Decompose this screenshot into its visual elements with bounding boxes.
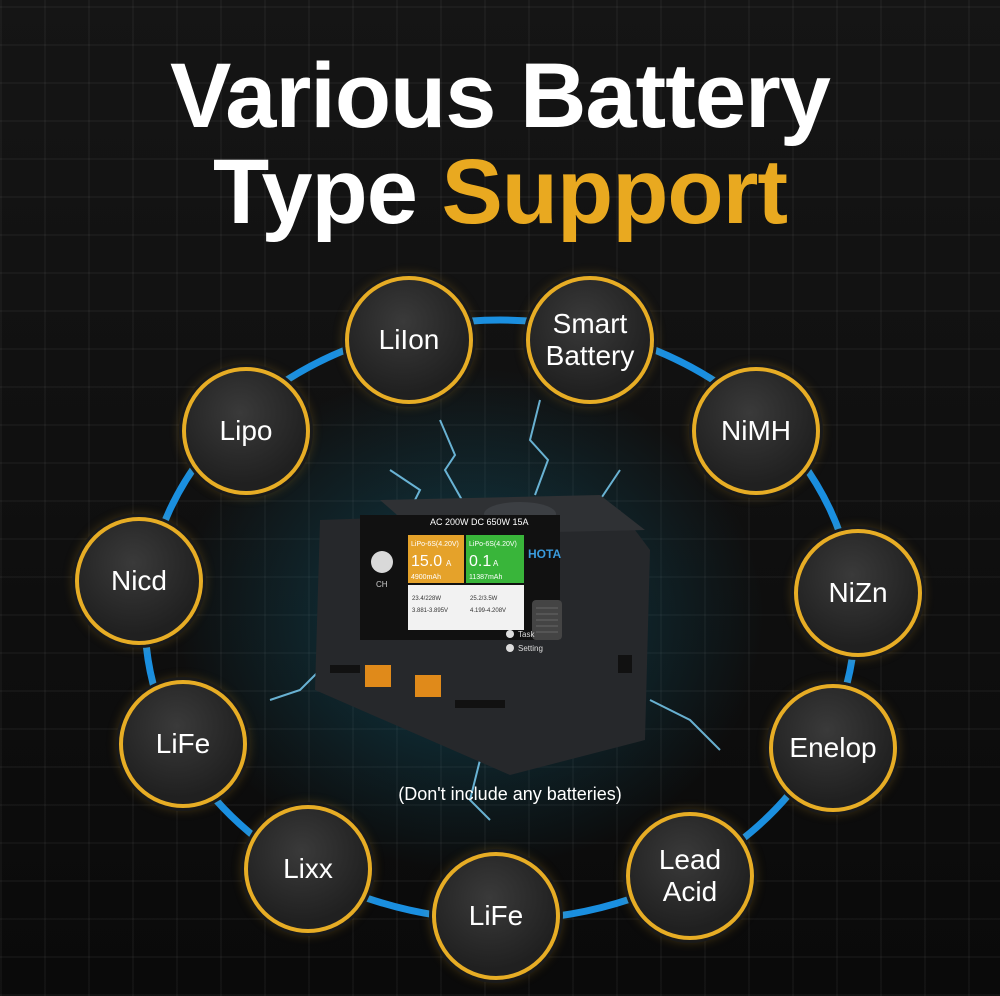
ch1-power: 23.4/228W	[412, 596, 441, 602]
side-usb-port	[618, 655, 632, 673]
setting-button[interactable]	[506, 644, 514, 652]
headline-line2: Type Support	[0, 144, 1000, 240]
battery-type-bubble: Lead Acid	[626, 812, 754, 940]
ch1-cells: 3.881-3.895V	[412, 608, 448, 614]
ch2-unit: A	[493, 559, 499, 568]
battery-type-bubble: Lixx	[244, 805, 372, 933]
battery-type-bubble: Nicd	[75, 517, 203, 645]
ch1-capacity: 4900mAh	[411, 574, 441, 581]
ch1-panel	[408, 535, 464, 583]
ch1-current: 15.0	[411, 553, 442, 570]
stats-panel	[408, 585, 524, 630]
battery-type-bubble: LiIon	[345, 276, 473, 404]
setting-label: Setting	[518, 644, 543, 653]
ch2-xt60-port	[415, 675, 441, 697]
battery-type-bubble: Lipo	[182, 367, 310, 495]
ch2-cells: 4.199-4.208V	[470, 608, 506, 614]
ch-button[interactable]	[371, 551, 393, 573]
ch2-current: 0.1	[469, 553, 491, 570]
battery-type-bubble: LiFe	[119, 680, 247, 808]
headline-prefix: Type	[212, 141, 418, 243]
ch-label: CH	[376, 580, 388, 589]
battery-type-bubble: Smart Battery	[526, 276, 654, 404]
dial-grip	[536, 607, 558, 633]
ch1-xt60-port	[365, 665, 391, 687]
headline-accent: Support	[441, 141, 788, 243]
ch2-panel	[466, 535, 524, 583]
battery-type-bubble: LiFe	[432, 852, 560, 980]
battery-type-bubble: NiMH	[692, 367, 820, 495]
brand-logo: HOTA	[528, 547, 561, 561]
headline: Various Battery Type Support	[0, 48, 1000, 240]
ch2-capacity: 11387mAh	[469, 574, 502, 581]
ch2-power: 25.2/3.5W	[470, 596, 498, 602]
disclaimer-note: (Don't include any batteries)	[398, 784, 622, 804]
task-button[interactable]	[506, 630, 514, 638]
ch2-balance-port	[455, 700, 505, 708]
headline-line1: Various Battery	[170, 45, 831, 147]
ch1-balance-port	[330, 665, 360, 673]
ch2-type: LiPo-6S(4.20V)	[469, 541, 517, 548]
spec-text: AC 200W DC 650W 15A	[430, 517, 529, 527]
charger-device: AC 200W DC 650W 15A HOTA LiPo-6S(4.20V) …	[315, 495, 650, 775]
ch1-type: LiPo-6S(4.20V)	[411, 541, 459, 548]
ch1-unit: A	[446, 559, 452, 568]
battery-type-bubble: NiZn	[794, 529, 922, 657]
battery-type-bubble: Enelop	[769, 684, 897, 812]
task-label: Task	[518, 630, 535, 639]
